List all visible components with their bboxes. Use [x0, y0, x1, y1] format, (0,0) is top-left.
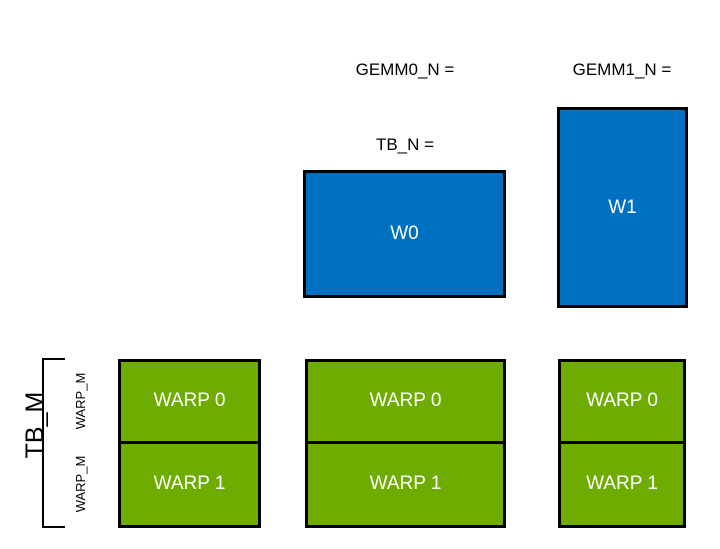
warp-column-left: WARP 0 WARP 1: [118, 359, 261, 528]
warp-tile-w1-label: W1: [608, 196, 637, 218]
tb-m-bracket: [42, 358, 65, 528]
gemm1-caption-line-1: GEMM1_N =: [572, 60, 672, 79]
warp-column-middle-cell-1: WARP 1: [308, 443, 503, 525]
warp-cell-label: WARP 0: [153, 390, 226, 412]
warp-column-middle: WARP 0 WARP 1: [305, 359, 506, 528]
warp-m-axis-label-bottom-text: WARP_M: [72, 455, 88, 513]
warp-tile-w0: W0: [303, 170, 506, 298]
warp-cell-label: WARP 1: [586, 473, 658, 495]
warp-column-right-cell-1: WARP 1: [561, 443, 683, 525]
warp-cell-label: WARP 1: [369, 473, 442, 495]
tb-m-axis-label: TB_M: [20, 340, 50, 510]
warp-column-left-cell-1: WARP 1: [121, 443, 258, 525]
warp-tile-w1: W1: [557, 107, 688, 308]
warp-column-right: WARP 0 WARP 1: [558, 359, 686, 528]
warp-column-left-cell-0: WARP 0: [121, 362, 258, 444]
warp-tile-w0-label: W0: [390, 223, 419, 244]
gemm0-caption-line-2: TB_N =: [375, 135, 435, 154]
warp-column-middle-cell-0: WARP 0: [308, 362, 503, 444]
warp-column-right-cell-0: WARP 0: [561, 362, 683, 444]
warp-cell-label: WARP 0: [586, 390, 658, 412]
warp-m-axis-label-bottom: WARP_M: [69, 419, 91, 549]
warp-cell-label: WARP 1: [153, 473, 226, 495]
tb-m-axis-label-text: TB_M: [20, 391, 49, 459]
gemm0-caption-line-1: GEMM0_N =: [355, 60, 455, 79]
warp-cell-label: WARP 0: [369, 390, 442, 412]
